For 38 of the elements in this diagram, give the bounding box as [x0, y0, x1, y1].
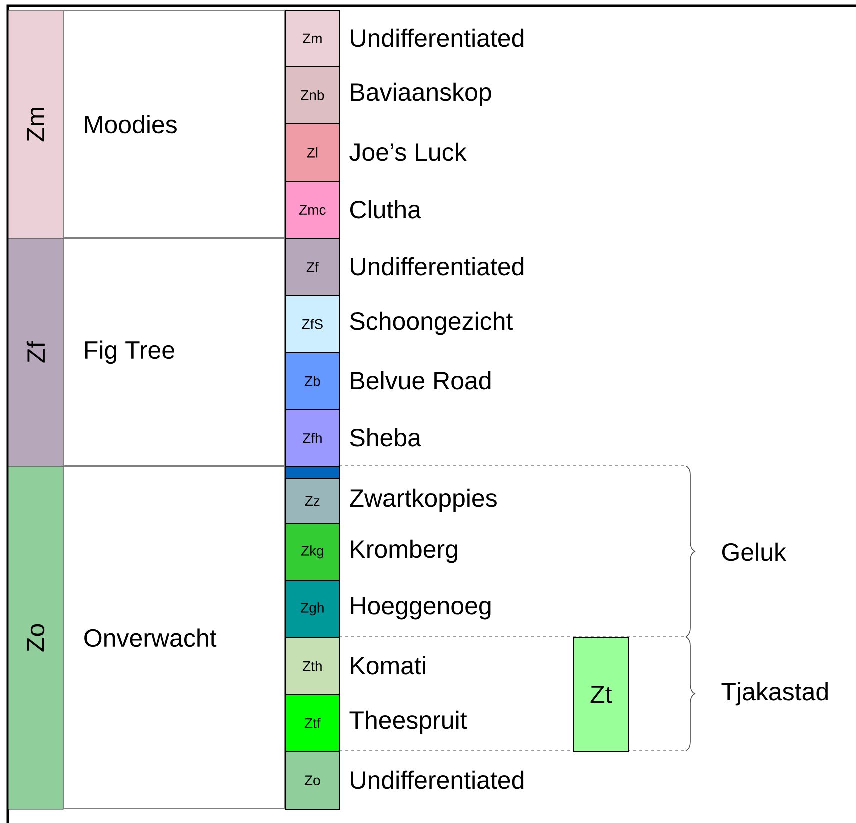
zone-box: Zt: [573, 637, 630, 752]
unit-box: Zfh: [285, 409, 340, 468]
group-band: Zm: [8, 10, 64, 239]
unit-name: Theespruit: [350, 710, 468, 734]
unit-box: Zkg: [285, 523, 340, 582]
unit-box: Zm: [285, 10, 340, 68]
group-band: Zf: [8, 238, 64, 467]
unit-name: Clutha: [350, 200, 422, 219]
unit-name: Sheba: [350, 428, 422, 447]
unit-name: Undifferentiated: [351, 257, 524, 276]
brace-label: Tjakastad: [722, 682, 828, 706]
unit-name: Schoongezicht: [350, 312, 513, 336]
unit-name: Undifferentiated: [351, 28, 524, 48]
formation-box: Onverwacht: [64, 466, 286, 810]
unit-name: Joe’s Luck: [350, 142, 467, 162]
unit-box: [285, 466, 340, 480]
group-band: Zo: [8, 466, 64, 810]
unit-box: Znb: [285, 66, 340, 124]
unit-name: Zwartkoppies: [350, 488, 497, 512]
unit-box: ZfS: [285, 295, 340, 354]
unit-box: Zz: [285, 478, 340, 524]
unit-name: Hoeggenoeg: [351, 597, 491, 620]
formation-box: Moodies: [64, 10, 286, 238]
unit-box: Zmc: [285, 181, 340, 240]
unit-box: Zgh: [285, 580, 340, 638]
unit-box: Ztf: [285, 694, 340, 752]
unit-box: Zo: [285, 751, 340, 810]
unit-name: Belvue Road: [351, 371, 491, 390]
unit-box: Zb: [285, 352, 340, 410]
brace-label: Geluk: [722, 542, 787, 562]
unit-name: Komati: [351, 656, 426, 675]
unit-box: Zth: [285, 637, 340, 696]
unit-name: Undifferentiated: [351, 770, 524, 790]
unit-box: Zf: [285, 238, 340, 296]
unit-name: Kromberg: [351, 540, 458, 564]
unit-box: Zl: [285, 123, 340, 182]
unit-name: Baviaanskop: [351, 82, 492, 106]
formation-box: Fig Tree: [64, 238, 286, 466]
